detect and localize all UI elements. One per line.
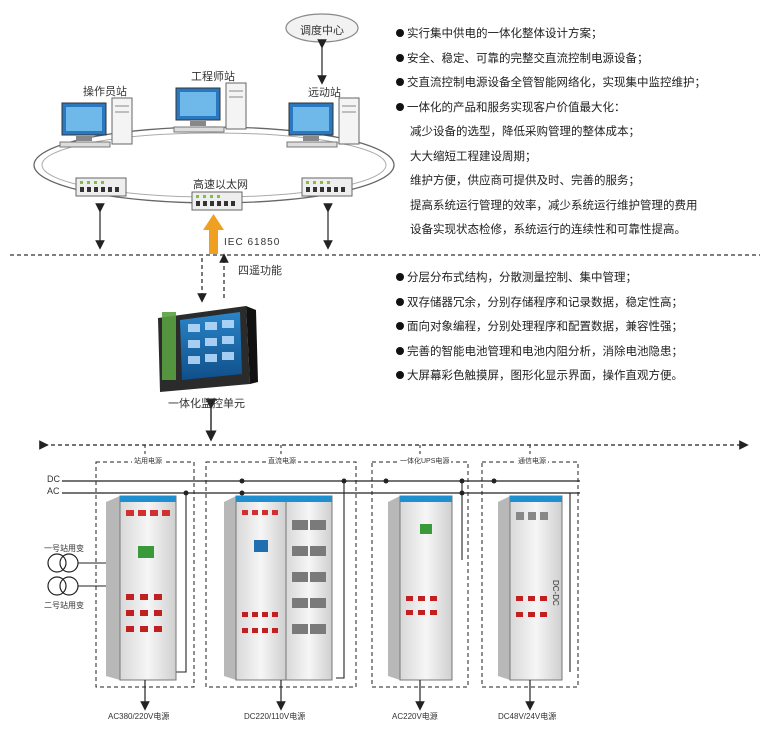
feature-list-bottom: 分层分布式结构，分散测量控制、集中管理； 双存储器冗余，分别存储程序和记录数据，… <box>396 266 683 389</box>
bullet-dot <box>396 371 404 379</box>
dc-bus-label: DC <box>47 474 60 484</box>
bullet-dot <box>396 322 404 330</box>
bus-junctions <box>183 478 497 496</box>
feature-item: 面向对象编程，分别处理程序和配置数据，兼容性强； <box>396 315 683 340</box>
feature-item: 分层分布式结构，分散测量控制、集中管理； <box>396 266 683 291</box>
bullet-dot <box>396 29 404 37</box>
network-switch-right <box>301 177 353 197</box>
bullet-dot <box>396 297 404 306</box>
output-label-dc: DC220/110V电源 <box>244 712 306 721</box>
feature-item: 双存储器冗余，分别存储程序和记录数据，稳定性高； <box>396 291 683 316</box>
bullet-dot <box>396 78 404 86</box>
transformer-symbol-2 <box>47 576 108 596</box>
comm-power-cabinet <box>498 495 563 681</box>
feature-item: 一体化的产品和服务实现客户价值最大化： <box>396 96 706 121</box>
bullet-dot <box>396 273 404 281</box>
bus-feeders <box>176 481 571 679</box>
remote-station-computer <box>286 97 360 148</box>
feature-list-top: 实行集中供电的一体化整体设计方案； 安全、稳定、可靠的完整交直流控制电源设备； … <box>396 22 706 243</box>
transformer-symbol-1 <box>47 553 108 573</box>
bullet-dot <box>396 102 404 111</box>
monitor-unit-label: 一体化监控单元 <box>168 398 245 410</box>
section-title-comm: 通信电源 <box>516 456 548 466</box>
feature-subitem: 维护方便，供应商可提供及时、完善的服务； <box>410 175 640 187</box>
dc-power-cabinets <box>224 495 333 681</box>
ethernet-label: 高速以太网 <box>193 179 248 191</box>
network-switch-left <box>75 177 127 197</box>
feature-subitem: 提高系统运行管理的效率，减少系统运行维护管理的费用 <box>410 199 698 212</box>
remote-station-label: 远动站 <box>308 87 341 99</box>
iec61850-arrow <box>203 214 224 254</box>
bullet-dot <box>396 346 404 355</box>
dcdc-label: DC-DC <box>551 580 560 606</box>
output-label-station: AC380/220V电源 <box>108 712 170 721</box>
section-title-dc: 直流电源 <box>266 456 298 466</box>
dispatch-center-label: 调度中心 <box>300 25 344 37</box>
ac-bus-label: AC <box>47 486 60 496</box>
feature-item: 安全、稳定、可靠的完整交直流控制电源设备； <box>396 47 706 72</box>
feature-item: 大屏幕彩色触摸屏，图形化显示界面，操作直观方便。 <box>396 364 683 389</box>
feature-item: 实行集中供电的一体化整体设计方案； <box>396 22 706 47</box>
section-title-ups: 一体化UPS电源 <box>398 456 452 466</box>
output-arrows <box>140 680 535 711</box>
protocol-label: IEC 61850 <box>224 237 281 248</box>
station-power-cabinet <box>106 495 177 681</box>
feature-subitem: 设备实现状态检修，系统运行的连续性和可靠性提高。 <box>410 224 686 236</box>
bullet-dot <box>396 53 404 62</box>
ups-power-cabinet <box>388 495 453 681</box>
feature-subitem: 大大缩短工程建设周期； <box>410 150 537 163</box>
comm-drops <box>144 445 531 462</box>
transformer-1-label: 一号站用变 <box>44 544 84 553</box>
output-label-ups: AC220V电源 <box>392 712 438 721</box>
feature-subitem: 减少设备的选型，降低采购管理的整体成本； <box>410 126 640 138</box>
network-switch-center <box>191 191 243 211</box>
engineer-station-label: 工程师站 <box>191 71 235 83</box>
monitoring-unit-device <box>158 306 258 392</box>
engineer-station-computer <box>173 82 247 133</box>
four-remote-label: 四遥功能 <box>238 265 282 277</box>
feature-item: 完善的智能电池管理和电池内阻分析，消除电池隐患； <box>396 340 683 365</box>
feature-item: 交直流控制电源设备全管智能网络化，实现集中监控维护； <box>396 71 706 96</box>
output-label-comm: DC48V/24V电源 <box>498 712 557 721</box>
transformer-2-label: 二号站用变 <box>44 601 84 610</box>
section-title-station: 站用电源 <box>132 456 164 466</box>
operator-station-label: 操作员站 <box>83 86 127 98</box>
operator-station-computer <box>59 97 133 148</box>
